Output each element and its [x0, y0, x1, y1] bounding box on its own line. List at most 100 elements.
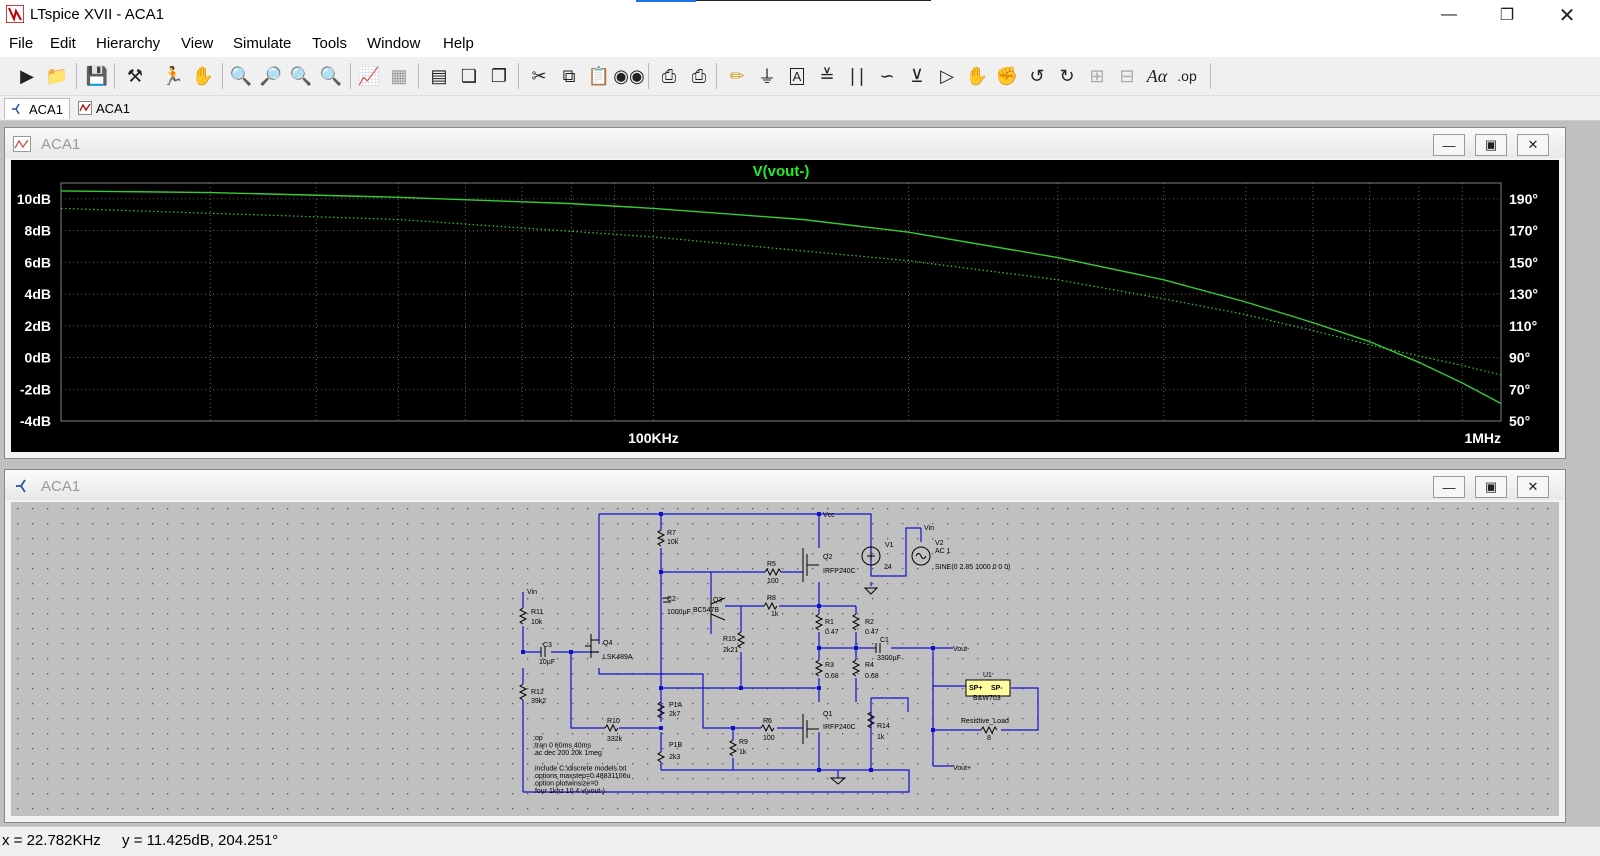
ground-button[interactable]: ⏚ — [754, 63, 780, 89]
schematic-label-q1v[interactable]: IRFP240C — [823, 724, 856, 731]
menu-tools[interactable]: Tools — [312, 35, 348, 52]
schematic-label-r12v[interactable]: 39k2 — [531, 698, 546, 705]
print-button[interactable]: ⎙ — [686, 63, 712, 89]
move-button[interactable]: ✋ — [964, 63, 990, 89]
schematic-label-r5v[interactable]: 100 — [767, 578, 779, 585]
menu-help[interactable]: Help — [443, 35, 474, 52]
schematic-maximize-button[interactable]: ▣ — [1475, 476, 1507, 498]
plot-close-button[interactable]: ✕ — [1517, 134, 1549, 156]
schematic-label-r6[interactable]: R6 — [763, 718, 772, 725]
schematic-label-r6v[interactable]: 100 — [763, 735, 775, 742]
schematic-label-r1[interactable]: R1 — [825, 619, 834, 626]
schematic-label-r8v[interactable]: 1k — [771, 611, 779, 618]
resistor-button[interactable]: ≚ — [814, 63, 840, 89]
diode-button[interactable]: ⊻ — [904, 63, 930, 89]
menu-edit[interactable]: Edit — [50, 35, 76, 52]
schematic-label-p1a[interactable]: P1A — [669, 702, 683, 709]
run-sim-button[interactable]: 🏃 — [160, 63, 186, 89]
schematic-label-vin1[interactable]: Vin — [527, 589, 537, 596]
halt-button[interactable]: ✋ — [190, 63, 216, 89]
schematic-label-r14[interactable]: R14 — [877, 723, 890, 730]
tile-vertical-button[interactable]: ❐ — [486, 63, 512, 89]
close-button[interactable]: ✕ — [1544, 0, 1590, 30]
schematic-label-c3v[interactable]: 10µF — [539, 659, 555, 666]
schematic-label-r3v[interactable]: 0.68 — [825, 673, 839, 680]
schematic-label-v2a[interactable]: AC 1 — [935, 548, 951, 555]
component-button[interactable]: ▷ — [934, 63, 960, 89]
zoom-in-button[interactable]: 🔍 — [228, 63, 254, 89]
schematic-label-r9v[interactable]: 1k — [739, 749, 747, 756]
zoom-out-button[interactable]: 🔍 — [288, 63, 314, 89]
schematic-label-c2v[interactable]: 1000µF — [667, 609, 691, 616]
schematic-close-button[interactable]: ✕ — [1517, 476, 1549, 498]
schematic-label-r5[interactable]: R5 — [767, 561, 776, 568]
schematic-label-p1av[interactable]: 2k7 — [669, 711, 680, 718]
schematic-label-q2[interactable]: Q2 — [823, 554, 832, 561]
schematic-label-r9[interactable]: R9 — [739, 739, 748, 746]
schematic-label-r4[interactable]: R4 — [865, 662, 874, 669]
menu-view[interactable]: View — [181, 35, 214, 52]
schematic-label-u1v[interactable]: B&W703 — [973, 695, 1001, 702]
schematic-label-r10v[interactable]: 332k — [607, 736, 623, 743]
schematic-label-r4v[interactable]: 0.68 — [865, 673, 879, 680]
magnitude-trace[interactable] — [60, 190, 1502, 405]
schematic-label-q3v[interactable]: BC547B — [693, 607, 719, 614]
schematic-label-q4v[interactable]: LSK489A — [603, 654, 633, 661]
schematic-label-voutp[interactable]: Vout+ — [953, 765, 971, 772]
run-button[interactable]: ▶ — [14, 63, 40, 89]
spice-directive-line[interactable]: ;op — [533, 735, 543, 742]
schematic-label-r15v[interactable]: 2k21 — [723, 647, 738, 654]
drag-button[interactable]: ✊ — [994, 63, 1020, 89]
plot-maximize-button[interactable]: ▣ — [1475, 134, 1507, 156]
save-button[interactable]: 💾 — [84, 63, 110, 89]
tab-waveform[interactable]: ACA1 — [72, 98, 136, 118]
schematic-label-u1m[interactable]: SP- — [991, 685, 1003, 692]
plot-minimize-button[interactable]: — — [1433, 134, 1465, 156]
capacitor-button[interactable]: ∣∣ — [844, 63, 870, 89]
copy-button[interactable]: ⧉ — [556, 63, 582, 89]
tab-schematic[interactable]: ACA1 — [4, 98, 70, 119]
schematic-label-c1[interactable]: C1 — [880, 637, 889, 644]
spice-directive-line[interactable]: .options maxstep=0.48831106u — [533, 773, 630, 780]
spice-directive-line[interactable]: .include C:\discrete models.txt — [533, 765, 626, 772]
find-button[interactable]: ◉◉ — [613, 63, 644, 89]
schematic-label-v1v[interactable]: 24 — [884, 564, 892, 571]
schematic-label-v2s[interactable]: SINE(0 2.85 1000 0 0 0) — [935, 564, 1011, 571]
menu-window[interactable]: Window — [367, 35, 421, 52]
schematic-label-c3[interactable]: C3 — [543, 642, 552, 649]
schematic-label-voutm[interactable]: Vout- — [953, 646, 970, 653]
schematic-minimize-button[interactable]: — — [1433, 476, 1465, 498]
menu-file[interactable]: File — [9, 35, 34, 52]
schematic-label-r8[interactable]: R8 — [767, 595, 776, 602]
rotate-button[interactable]: ⊞ — [1084, 63, 1110, 89]
schematic-label-r14v[interactable]: 1k — [877, 734, 885, 741]
text-button[interactable]: Aα — [1144, 63, 1170, 89]
schematic-label-c1v[interactable]: 3300µF — [877, 655, 901, 662]
print-setup-button[interactable]: ⎙ — [656, 63, 682, 89]
zoom-fit-button[interactable]: 🔍 — [318, 63, 344, 89]
schematic-label-c2[interactable]: C2 — [667, 596, 676, 603]
schematic-label-r15[interactable]: R15 — [723, 636, 736, 643]
schematic-label-u1[interactable]: U1 — [983, 672, 992, 679]
control-panel-button[interactable]: ⚒ — [122, 63, 148, 89]
schematic-label-p1bv[interactable]: 2k3 — [669, 754, 680, 761]
plot-settings-button[interactable]: ▦ — [386, 63, 412, 89]
schematic-label-r3[interactable]: R3 — [825, 662, 834, 669]
schematic-label-r11v[interactable]: 10k — [531, 619, 543, 626]
pan-button[interactable]: 🔎 — [258, 63, 284, 89]
undo-button[interactable]: ↺ — [1024, 63, 1050, 89]
menu-simulate[interactable]: Simulate — [233, 35, 292, 52]
paste-button[interactable]: 📋 — [586, 63, 612, 89]
schematic-label-v1[interactable]: V1 — [885, 542, 894, 549]
open-button[interactable]: 📁 — [44, 63, 70, 89]
schematic-label-vcc[interactable]: Vcc — [823, 512, 835, 519]
schematic-label-rlv[interactable]: 8 — [987, 735, 991, 742]
schematic-label-q4[interactable]: Q4 — [603, 640, 612, 647]
wire-button[interactable]: ✏ — [724, 63, 750, 89]
schematic-label-vin2[interactable]: Vin — [924, 525, 934, 532]
inductor-button[interactable]: ∽ — [874, 63, 900, 89]
schematic-label-r7v[interactable]: 10k — [667, 539, 679, 546]
redo-button[interactable]: ↻ — [1054, 63, 1080, 89]
spice-directive-line[interactable]: .option plotwinsize=0 — [533, 781, 598, 788]
spice-directive-line[interactable]: .four 1khz 10 4 v(vout-) — [533, 788, 605, 795]
